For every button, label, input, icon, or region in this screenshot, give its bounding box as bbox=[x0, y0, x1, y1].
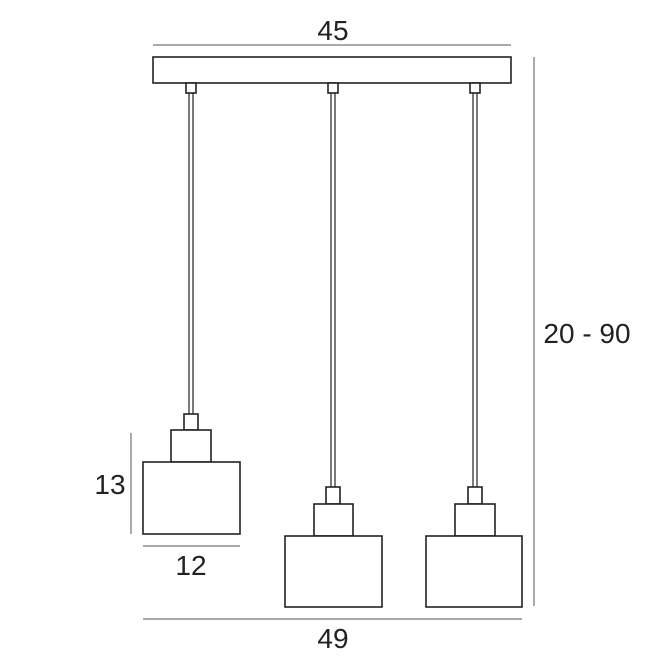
lamp-socket bbox=[454, 503, 496, 537]
pendant-lamp-right bbox=[425, 82, 523, 608]
overall-width-label: 49 bbox=[317, 623, 348, 654]
cord-anchor bbox=[185, 82, 197, 94]
ceiling-canopy bbox=[152, 56, 512, 84]
cord-connector bbox=[325, 486, 341, 505]
cord-anchor bbox=[469, 82, 481, 94]
pendant-lamp-left bbox=[142, 82, 241, 535]
lamp-socket bbox=[170, 429, 212, 463]
lamp-shade bbox=[142, 461, 241, 535]
lamp-socket bbox=[313, 503, 354, 537]
shade-width-label: 12 bbox=[175, 550, 206, 581]
cord-connector bbox=[467, 486, 483, 505]
cord-connector bbox=[183, 413, 199, 431]
cord-anchor bbox=[327, 82, 339, 94]
canopy-width-label: 45 bbox=[317, 15, 348, 46]
lamp-shade bbox=[425, 535, 523, 608]
shade-height-label: 13 bbox=[94, 469, 125, 500]
lamp-shade bbox=[284, 535, 383, 608]
pendant-lamp-middle bbox=[284, 82, 383, 608]
height-range-label: 20 - 90 bbox=[543, 318, 630, 349]
